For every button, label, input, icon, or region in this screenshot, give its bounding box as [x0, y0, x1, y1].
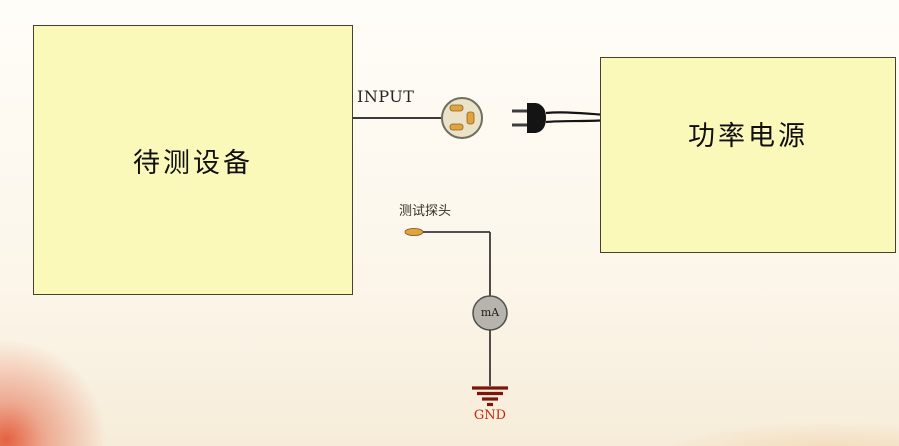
socket-slot-bottom: [449, 123, 464, 131]
socket-face: [441, 97, 483, 139]
test-probe-tip-icon: [404, 227, 491, 296]
power-socket-icon: [441, 97, 483, 139]
probe-tip: [404, 227, 424, 237]
power-plug-icon: [512, 103, 601, 133]
test-probe-label: 测试探头: [399, 204, 452, 219]
plug-cable-top: [545, 111, 601, 116]
earth-ground-icon: [472, 386, 508, 407]
plug-cable-bottom: [545, 119, 601, 124]
socket-slot-top: [449, 104, 464, 112]
socket-slot-right: [466, 111, 475, 125]
gnd-label: GND: [473, 408, 507, 423]
plug-body: [527, 103, 546, 133]
device-under-test-label: 待测设备: [133, 147, 253, 179]
power-source-box: 功率电源: [600, 57, 896, 253]
input-label: INPUT: [357, 87, 415, 106]
device-under-test-box: 待测设备: [33, 25, 353, 295]
power-source-label: 功率电源: [688, 120, 808, 152]
milliammeter-label: mA: [480, 306, 500, 319]
